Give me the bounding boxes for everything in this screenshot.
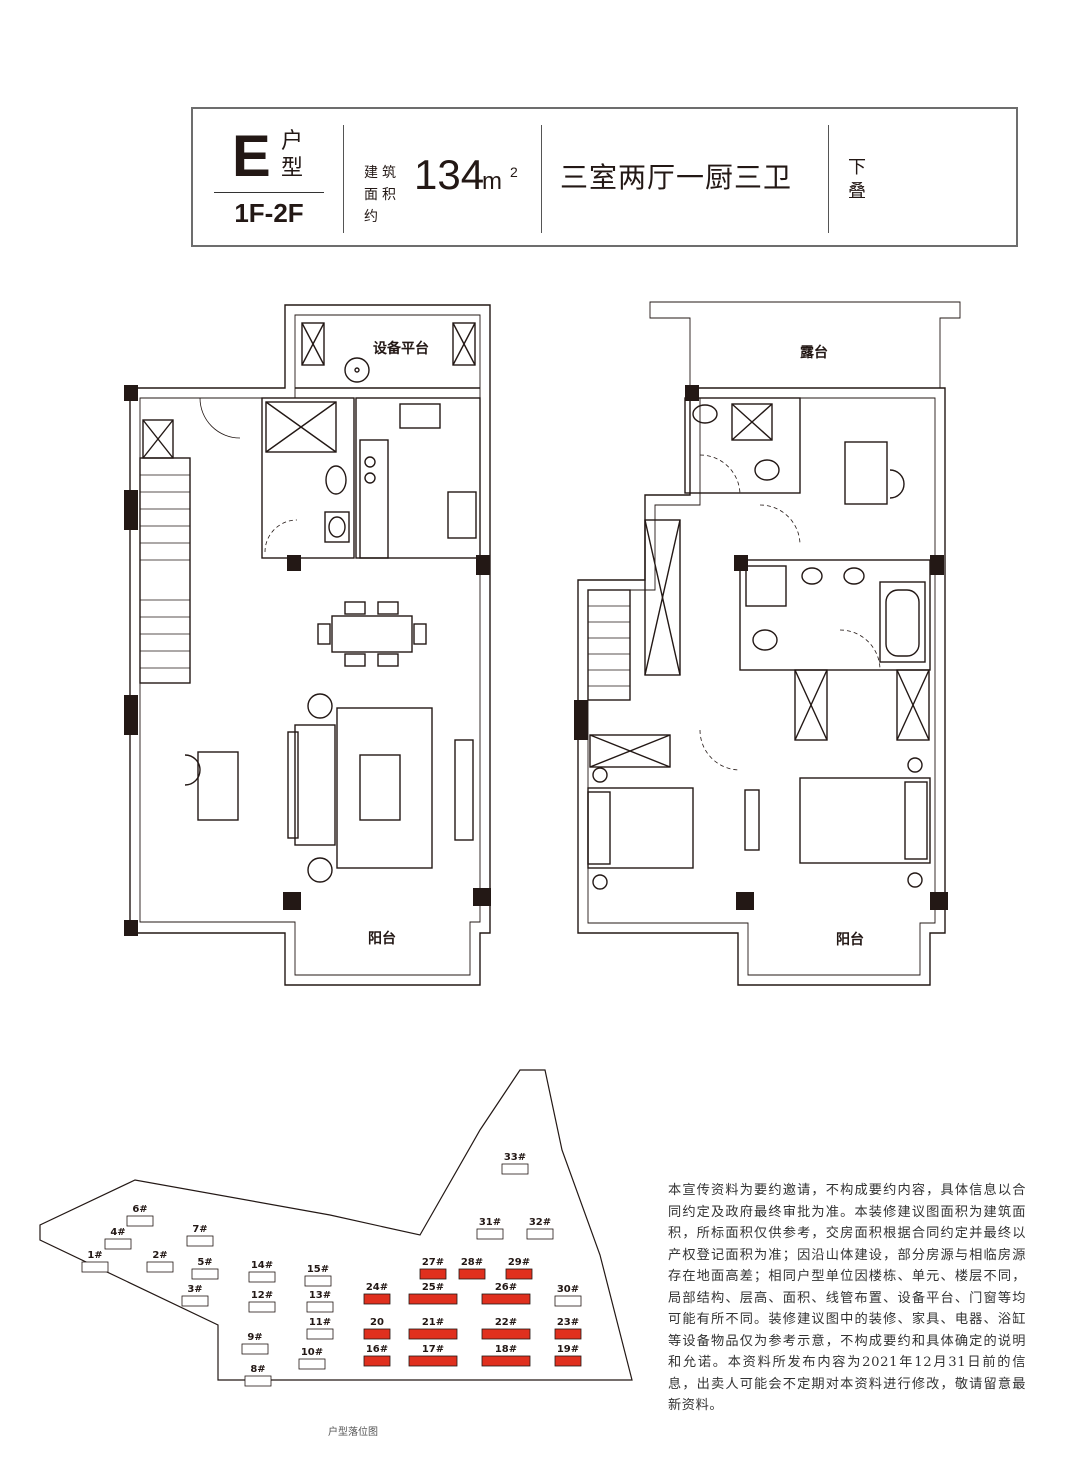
site-building-label: 32# [529,1217,551,1228]
site-building-10 [298,1358,326,1370]
site-building-label: 25# [422,1282,444,1293]
header-box [191,107,1018,247]
site-building-9 [241,1343,269,1355]
site-building-25 [408,1293,458,1305]
unit-type-label: 户型 [281,129,304,181]
site-building-label: 12# [251,1290,273,1301]
site-building-19 [554,1355,582,1367]
site-building-label: 17# [422,1344,444,1355]
site-building-15 [304,1275,332,1287]
floor-plans: 设备平台 阳台 露台 阳台 [124,301,961,986]
site-building-label: 13# [309,1290,331,1301]
site-building-label: 7# [192,1224,207,1235]
site-building-22 [481,1328,531,1340]
site-building-2 [146,1261,174,1273]
area-unit: m [482,168,502,195]
site-building-14 [248,1271,276,1283]
site-building-17 [408,1355,458,1367]
site-building-label: 16# [366,1344,388,1355]
site-building-label: 2# [152,1250,167,1261]
site-building-label: 18# [495,1344,517,1355]
site-building-20 [363,1328,391,1340]
site-building-label: 1# [87,1250,102,1261]
room-label-equipment-platform: 设备平台 [373,340,429,357]
site-building-label: 29# [508,1257,530,1268]
unit-type-letter: E [232,124,271,189]
site-building-label: 3# [187,1284,202,1295]
site-building-label: 5# [197,1257,212,1268]
floor-underline [214,192,324,193]
site-building-label: 10# [301,1347,323,1358]
site-building-24 [363,1293,391,1305]
site-building-label: 11# [309,1317,331,1328]
site-building-5 [191,1268,219,1280]
site-building-18 [481,1355,531,1367]
site-building-8 [244,1375,272,1387]
site-boundary [39,1069,633,1381]
site-building-label: 15# [307,1264,329,1275]
site-building-label: 22# [495,1317,517,1328]
site-building-7 [186,1235,214,1247]
site-building-32 [526,1228,554,1240]
header-divider [828,125,829,233]
room-label-balcony-1f: 阳台 [368,930,396,947]
site-building-28 [458,1268,486,1280]
site-building-label: 9# [247,1332,262,1343]
site-building-1 [81,1261,109,1273]
area-value: 134 [414,151,485,198]
site-building-23 [554,1328,582,1340]
site-building-30 [554,1295,582,1307]
site-building-label: 4# [110,1227,125,1238]
site-building-label: 8# [250,1364,265,1375]
site-building-label: 26# [495,1282,517,1293]
room-label-terrace: 露台 [800,344,828,361]
site-building-label: 21# [422,1317,444,1328]
site-building-3 [181,1295,209,1307]
site-building-label: 33# [504,1152,526,1163]
site-building-label: 19# [557,1344,579,1355]
layout-description: 三室两厅一厨三卫 [560,161,793,194]
site-building-label: 31# [479,1217,501,1228]
site-building-label: 30# [557,1284,579,1295]
site-building-label: 27# [422,1257,444,1268]
site-building-31 [476,1228,504,1240]
site-building-4 [104,1238,132,1250]
stack-type: 下叠 [848,157,866,202]
site-building-label: 24# [366,1282,388,1293]
site-building-label: 20 [370,1317,384,1328]
site-building-33 [501,1163,529,1175]
site-building-26 [481,1293,531,1305]
site-building-label: 6# [132,1204,147,1215]
site-building-29 [505,1268,533,1280]
site-building-12 [248,1301,276,1313]
site-plan-caption: 户型落位图 [328,1425,378,1438]
site-building-label: 28# [461,1257,483,1268]
site-building-11 [306,1328,334,1340]
site-building-27 [419,1268,447,1280]
site-building-21 [408,1328,458,1340]
disclaimer-text: 本宣传资料为要约邀请，不构成要约内容，具体信息以合同约定及政府最终审批为准。本装… [668,1183,1026,1413]
site-building-label: 23# [557,1317,579,1328]
area-label: 建筑面积约 [364,165,400,225]
header-divider [343,125,344,233]
floor-range: 1F-2F [234,198,304,228]
site-building-13 [306,1301,334,1313]
site-building-label: 14# [251,1260,273,1271]
room-label-balcony-2f: 阳台 [836,931,864,948]
site-building-16 [363,1355,391,1367]
site-plan: 1# 2# 3# 4# 5# 6# 7# 8# 9# 10# 11# 12# 13# 14# 15# 16# 1… [39,1069,633,1438]
area-unit-superscript: 2 [510,164,518,180]
header-divider [541,125,542,233]
floor2-plan [574,301,961,986]
floor1-plan [124,304,491,986]
site-building-6 [126,1215,154,1227]
